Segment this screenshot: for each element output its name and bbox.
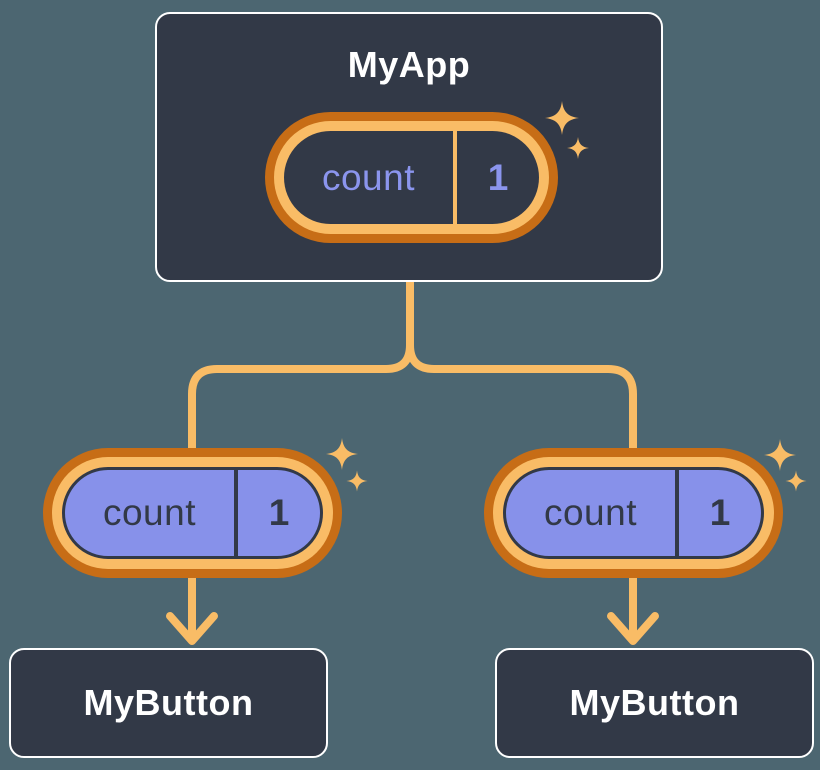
- state-value: 1: [487, 156, 509, 198]
- state-value: 1: [709, 492, 731, 533]
- state-pill-divider: [453, 131, 457, 224]
- state-pill-child-left: count 1: [43, 448, 342, 578]
- state-label: count: [321, 156, 415, 198]
- component-node-mybutton-left: MyButton: [9, 648, 328, 758]
- state-pill-ring: count 1: [52, 457, 333, 569]
- state-pill-core: count 1: [62, 467, 323, 559]
- state-label: count: [102, 492, 196, 533]
- sparkle-icon: [764, 439, 796, 471]
- state-pill-core: count 1: [503, 467, 764, 559]
- state-pill-child-right: count 1: [484, 448, 783, 578]
- sparkle-icon: [326, 438, 358, 470]
- state-pill-divider: [675, 470, 679, 556]
- sparkle-icon: [785, 470, 807, 492]
- component-node-mybutton-right: MyButton: [495, 648, 814, 758]
- state-pill-ring: count 1: [493, 457, 774, 569]
- component-title: MyApp: [347, 44, 471, 85]
- state-pill-ring: count 1: [274, 121, 549, 234]
- state-pill-core: count 1: [284, 131, 539, 224]
- arrow-down-icon: [607, 612, 659, 645]
- state-pill-parent: count 1: [265, 112, 558, 243]
- sparkle-icon: [346, 470, 368, 492]
- arrow-down-icon: [166, 612, 218, 645]
- component-title: MyButton: [569, 682, 740, 723]
- state-value: 1: [268, 492, 290, 533]
- component-title: MyButton: [83, 682, 254, 723]
- state-label: count: [543, 492, 637, 533]
